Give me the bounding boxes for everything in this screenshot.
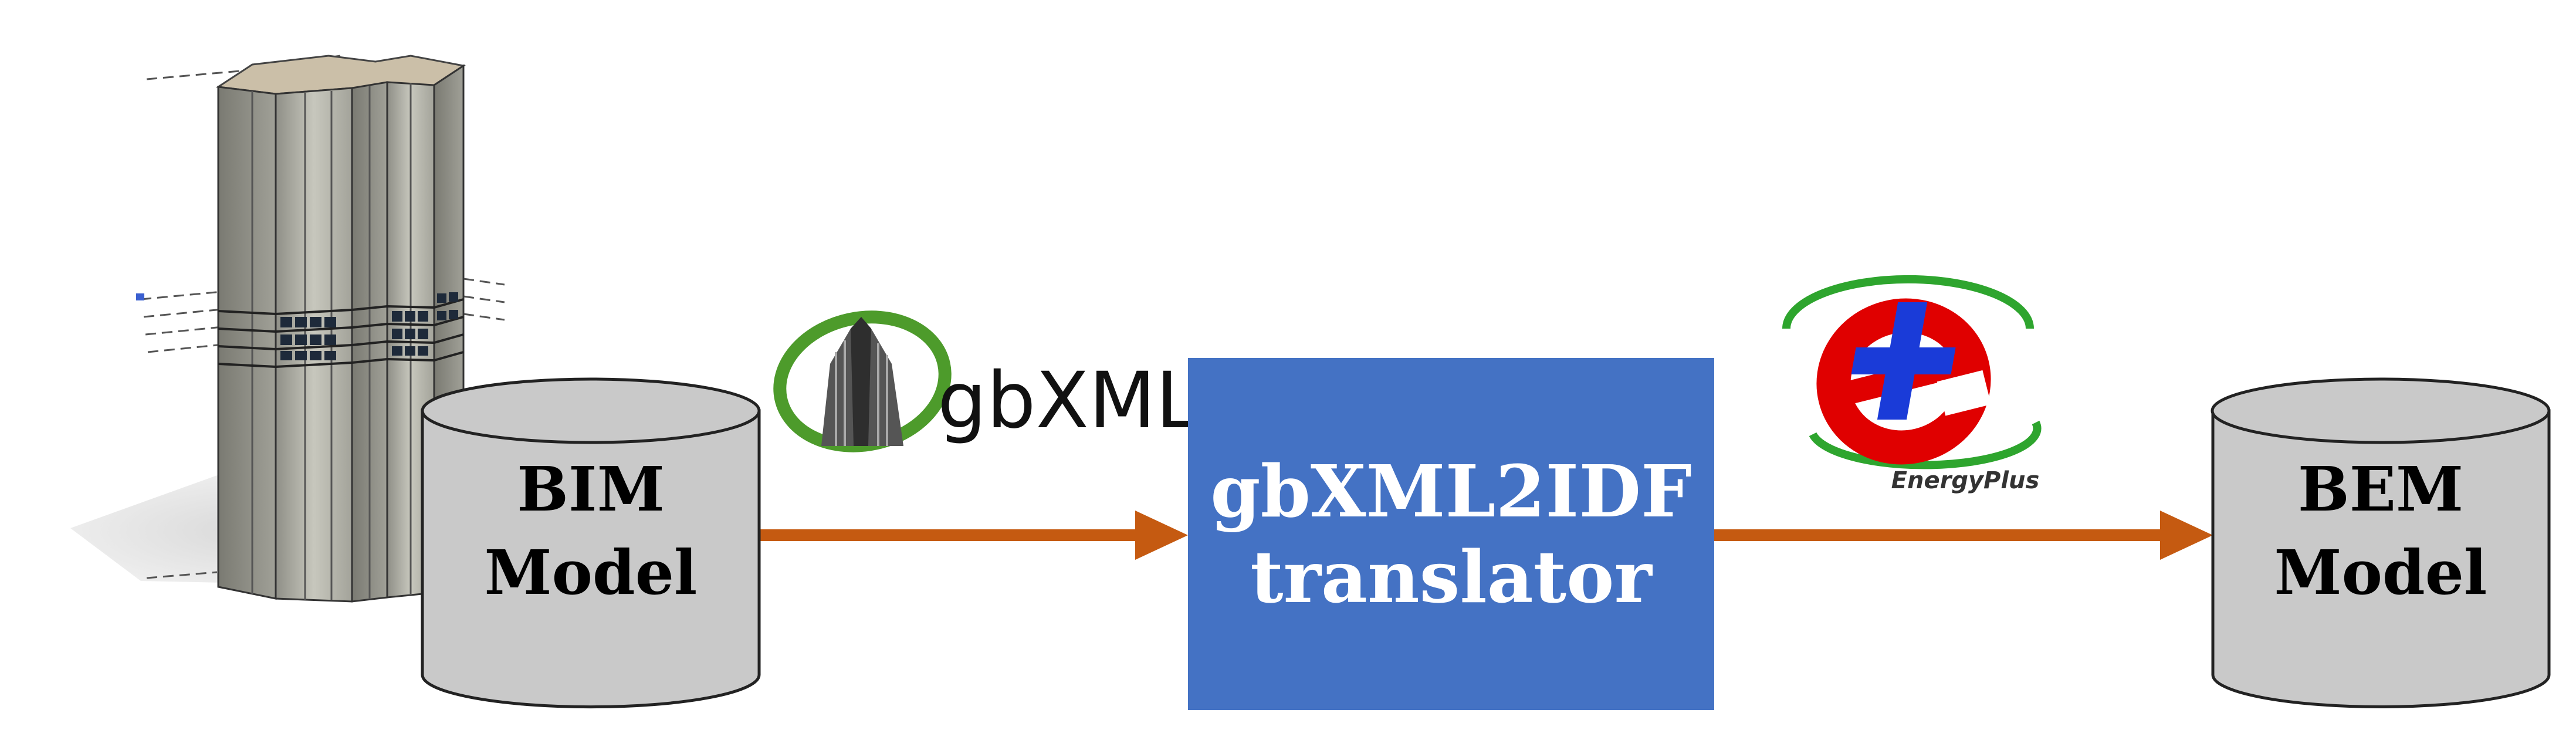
bem-label-line2: Model <box>2274 536 2487 609</box>
energyplus-wordmark: EnergyPlus <box>1891 467 2040 494</box>
translator-label-line1: gbXML2IDF <box>1210 448 1692 533</box>
bem-model-cylinder: BEM Model <box>2211 377 2551 708</box>
translator-box: gbXML2IDF translator <box>1188 358 1714 710</box>
building-model-illustration <box>70 55 505 603</box>
arrow-bim-to-translator <box>753 511 1188 560</box>
bim-label-line2: Model <box>485 536 698 609</box>
bim-label-line1: BIM <box>517 453 665 525</box>
bem-label-line1: BEM <box>2298 453 2463 525</box>
arrow-translator-to-bem <box>1714 511 2213 560</box>
gbxml-wordmark: gbXML <box>937 356 1199 446</box>
translator-label-line2: translator <box>1250 535 1652 619</box>
bim-model-cylinder: BIM Model <box>421 377 761 709</box>
gbxml-logo: gbXML <box>773 310 1199 452</box>
energyplus-logo: EnergyPlus <box>1782 275 2042 494</box>
